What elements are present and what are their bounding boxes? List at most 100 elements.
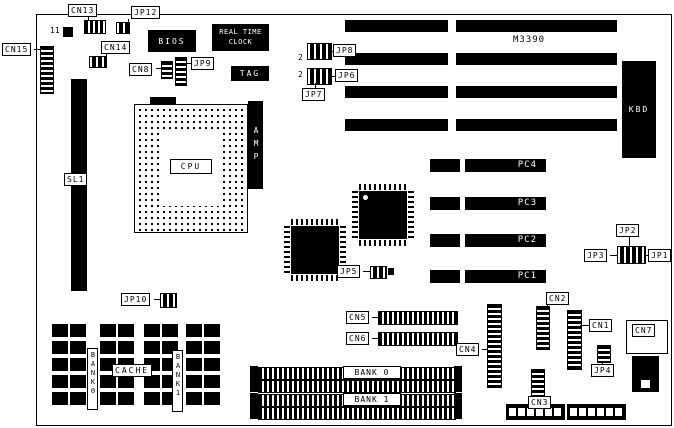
leader-line-jp3 <box>610 255 617 256</box>
power-pin <box>597 408 604 416</box>
tag-chip: TAG <box>231 66 269 81</box>
isa-slot-2-right <box>456 53 617 65</box>
leader-line-cn5 <box>372 317 378 318</box>
label-jp5: JP5 <box>337 265 361 278</box>
cache-chip <box>144 324 178 337</box>
cache-chip <box>52 392 86 405</box>
pc2-label: PC2 <box>517 235 537 245</box>
jp10-jumper <box>160 293 177 308</box>
jp12-jumper <box>116 22 130 34</box>
jp4-jumper <box>597 345 611 363</box>
board-model-text: M3390 <box>513 35 546 45</box>
leader-line-cn6 <box>372 338 378 339</box>
cache-chip <box>186 392 220 405</box>
cache-chip <box>100 375 134 388</box>
simm-slot-bank0-b <box>258 380 456 393</box>
simm-clip <box>454 406 462 419</box>
cache-chip <box>186 341 220 354</box>
pc2-key-notch <box>460 234 465 247</box>
cache-chip <box>52 375 86 388</box>
isa-slot-4-right <box>456 119 617 131</box>
isa-slot-1-left <box>345 20 448 32</box>
label-cn14: CN14 <box>101 41 131 54</box>
tag-label: TAG <box>239 69 261 78</box>
jp5-cap <box>388 268 394 275</box>
cache-chip <box>100 324 134 337</box>
pin11-component <box>63 27 73 37</box>
cn14-connector <box>89 56 107 68</box>
label-jp9: JP9 <box>191 57 215 70</box>
cache-chip <box>100 392 134 405</box>
pc1-label: PC1 <box>517 271 537 281</box>
cache-bank1-column-label: BANK1 <box>172 350 183 412</box>
pc3-label: PC3 <box>517 198 537 208</box>
pc3-key-notch <box>460 197 465 210</box>
qfp2-pins-left <box>284 226 290 274</box>
power-pin <box>527 408 534 416</box>
pci-slot-pc2: PC2 <box>430 234 546 247</box>
cn2-connector <box>536 306 550 350</box>
label-cn3: CN3 <box>528 396 552 409</box>
amp-label: AMP <box>251 125 261 165</box>
leader-line-cn13 <box>88 17 89 21</box>
cache-chip <box>52 324 86 337</box>
label-cn15: CN15 <box>2 43 32 56</box>
kbd-connector: KBD <box>622 61 656 158</box>
cache-chip <box>100 341 134 354</box>
cache-chip <box>144 392 178 405</box>
qfp2-die <box>291 226 339 274</box>
rtc-chip: REAL TIME CLOCK <box>212 24 269 51</box>
leader-line-cn4 <box>482 349 487 350</box>
simm-clip <box>454 366 462 379</box>
label-jp7: JP7 <box>302 88 326 101</box>
cache-chip <box>52 358 86 371</box>
label-cn1: CN1 <box>589 319 613 332</box>
rtc-label: REAL TIME CLOCK <box>219 28 262 46</box>
label-cn4: CN4 <box>456 343 480 356</box>
qfp2-pins-bottom <box>291 275 339 281</box>
label-jp4: JP4 <box>591 364 615 377</box>
power-pin <box>570 408 577 416</box>
isa-slot-2-left <box>345 53 448 65</box>
label-jp12: JP12 <box>131 6 161 19</box>
label-jp10: JP10 <box>121 293 151 306</box>
label-cn8: CN8 <box>129 63 153 76</box>
simm-slot-bank1-b <box>258 407 456 420</box>
leader-line-cn2 <box>547 305 548 308</box>
label-jp8: JP8 <box>333 44 357 57</box>
cache-chip <box>186 324 220 337</box>
cache-chip <box>52 341 86 354</box>
cn1-connector <box>567 310 582 370</box>
pci-slot-pc1: PC1 <box>430 270 546 283</box>
power-pin <box>615 408 622 416</box>
jp8-jumper <box>307 43 332 60</box>
bank1-label: BANK 1 <box>343 393 401 406</box>
power-pin <box>518 408 525 416</box>
cn15-connector <box>40 46 54 94</box>
pc1-key-notch <box>460 270 465 283</box>
bios-chip: BIOS <box>148 30 196 52</box>
bios-label: BIOS <box>158 36 186 46</box>
label-cn13: CN13 <box>68 4 98 17</box>
leader-line-jp1 <box>644 255 648 256</box>
power-pin <box>536 408 543 416</box>
simm-clip <box>454 393 462 406</box>
power-pin <box>554 408 561 416</box>
leader-line-jp12 <box>128 19 129 23</box>
jp9-jumper <box>175 57 187 86</box>
cn8-connector <box>161 61 173 79</box>
pci-slot-pc4: PC4 <box>430 159 546 172</box>
leader-line-jp2 <box>629 237 630 246</box>
simm-clip <box>250 393 258 406</box>
label-cn2: CN2 <box>546 292 570 305</box>
cn5-connector <box>378 311 458 325</box>
cn6-connector <box>378 332 458 346</box>
isa-slot-4-left <box>345 119 448 131</box>
cache-bank0-column-text: BANK0 <box>89 351 97 396</box>
cache-label: CACHE <box>112 364 153 377</box>
pin11-note: 11 <box>50 26 60 35</box>
power-pin <box>509 408 516 416</box>
label-jp6: JP6 <box>335 69 359 82</box>
power-connector-p9 <box>567 404 626 420</box>
